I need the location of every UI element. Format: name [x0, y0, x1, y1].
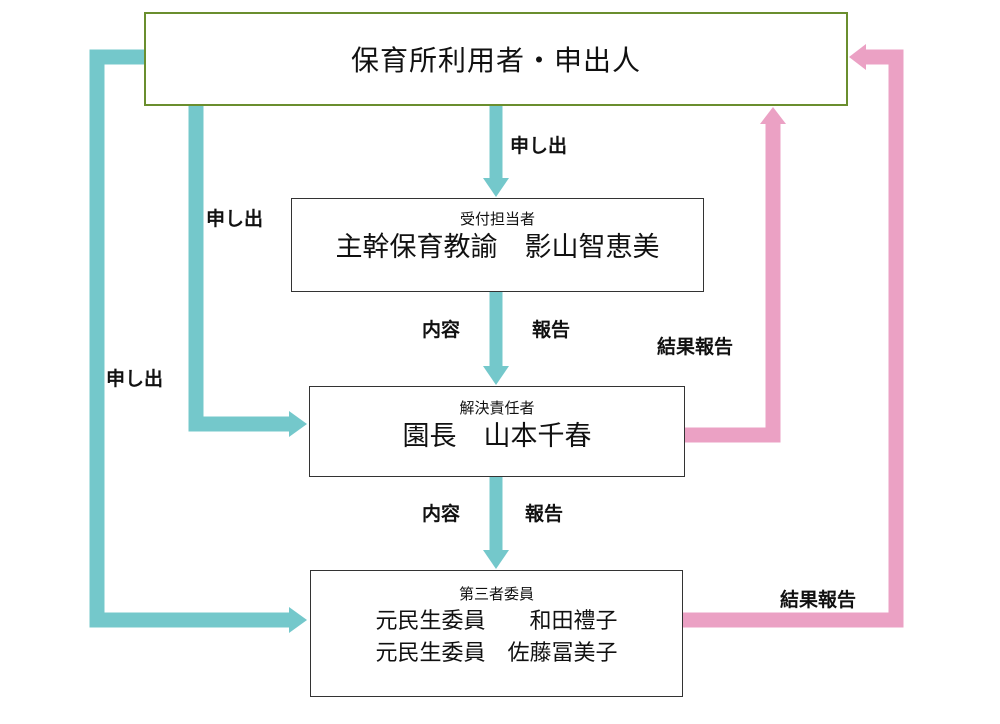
arrow-top-to-third	[89, 49, 307, 633]
resolver-box: 解決責任者 園長 山本千春	[309, 386, 685, 477]
reception-role: 受付担当者	[459, 210, 535, 228]
label-submit-outer: 申し出	[106, 368, 164, 390]
reception-box: 受付担当者 主幹保育教諭 影山智恵美	[291, 198, 704, 292]
label-content-1: 内容	[422, 319, 461, 341]
label-submit-inner: 申し出	[206, 208, 264, 230]
arrow-third-report-to-top	[683, 44, 904, 628]
third-party-member-2: 元民生委員 佐藤冨美子	[375, 640, 618, 666]
arrow-top-to-reception	[483, 106, 509, 197]
label-result-report-2: 結果報告	[780, 589, 857, 611]
label-result-report-1: 結果報告	[657, 336, 734, 358]
third-party-box: 第三者委員 元民生委員 和田禮子 元民生委員 佐藤冨美子	[310, 570, 683, 697]
label-report-2: 報告	[525, 503, 564, 525]
applicant-title: 保育所利用者・申出人	[350, 44, 641, 77]
arrow-resolver-report-to-top	[685, 107, 786, 443]
third-party-member-1: 元民生委員 和田禮子	[375, 609, 618, 634]
resolver-role: 解決責任者	[459, 399, 535, 417]
resolver-name: 園長 山本千春	[402, 421, 592, 452]
label-content-2: 内容	[422, 503, 461, 525]
arrow-resolver-to-third	[483, 477, 509, 569]
label-submit-top: 申し出	[510, 135, 568, 157]
label-report-1: 報告	[532, 319, 571, 341]
reception-name: 主幹保育教諭 影山智恵美	[335, 232, 660, 263]
third-party-role: 第三者委員	[458, 585, 534, 603]
arrow-top-to-resolver	[188, 106, 307, 437]
applicant-box: 保育所利用者・申出人	[144, 12, 848, 106]
arrow-reception-to-resolver	[483, 292, 509, 385]
